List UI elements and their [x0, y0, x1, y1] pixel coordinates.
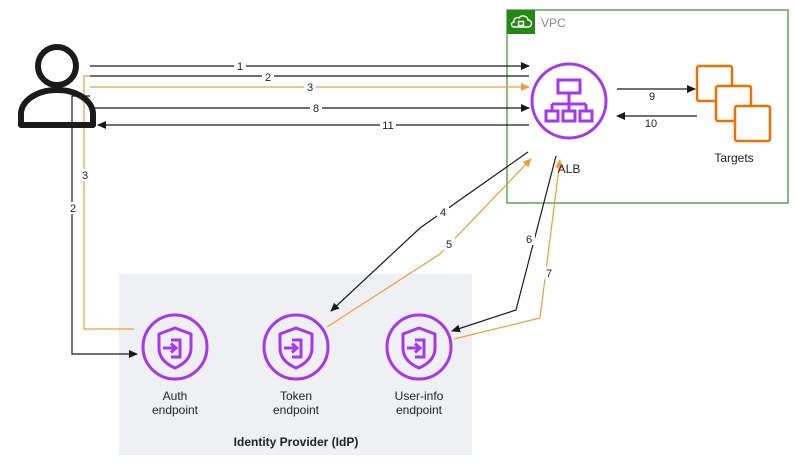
targets-node: Targets: [695, 64, 772, 165]
vpc-group: VPC: [506, 9, 789, 204]
step-label-4: 4: [440, 207, 446, 219]
user-info-endpoint: User-info endpoint: [385, 313, 453, 417]
auth-endpoint-label-1: Auth: [163, 389, 188, 403]
user-info-endpoint-label-1: User-info: [395, 389, 444, 403]
arrow-step-4: [330, 151, 529, 312]
token-endpoint-label-2: endpoint: [273, 403, 320, 417]
targets-label: Targets: [714, 151, 753, 165]
vpc-boundary: [506, 9, 789, 204]
step-label-10: 10: [645, 118, 657, 130]
shield-sign-in-icon: [141, 313, 209, 381]
step-label-6: 6: [526, 234, 532, 246]
step-label-7: 7: [546, 268, 552, 280]
cloud-lock-icon: [510, 15, 533, 28]
step-label-8: 8: [313, 103, 319, 115]
alb-node: ALB: [530, 62, 608, 176]
step-label-2-auth: 2: [70, 203, 76, 215]
user-icon: [18, 44, 96, 128]
step-label-11: 11: [382, 120, 393, 132]
arrow-step-6: [451, 155, 557, 333]
stacked-squares-icon: [695, 64, 772, 143]
step-labels: 1 2 3 8 11 9 10 3 2 4 5 6 7: [67, 60, 659, 280]
user-info-endpoint-label-2: endpoint: [396, 403, 443, 417]
shield-sign-in-icon: [385, 313, 453, 381]
load-balancer-icon: [530, 62, 608, 140]
vpc-label: VPC: [541, 16, 566, 30]
step-label-2: 2: [265, 72, 271, 84]
auth-endpoint: Auth endpoint: [141, 313, 209, 417]
token-endpoint: Token endpoint: [262, 313, 330, 417]
step-label-1: 1: [237, 61, 243, 73]
alb-label: ALB: [558, 162, 581, 176]
idp-label: Identity Provider (IdP): [234, 435, 359, 449]
idp-group: Identity Provider (IdP): [119, 274, 472, 455]
auth-endpoint-label-2: endpoint: [152, 403, 199, 417]
shield-sign-in-icon: [262, 313, 330, 381]
arrow-step-3-auth: [83, 75, 134, 330]
arrow-step-7: [453, 159, 563, 340]
step-label-3-auth: 3: [82, 170, 88, 182]
idp-boundary: [119, 274, 472, 455]
step-label-9: 9: [649, 91, 655, 103]
arrow-step-5: [326, 158, 532, 328]
step-label-5: 5: [446, 239, 452, 251]
step-label-3: 3: [307, 82, 313, 94]
token-endpoint-label-1: Token: [280, 389, 312, 403]
